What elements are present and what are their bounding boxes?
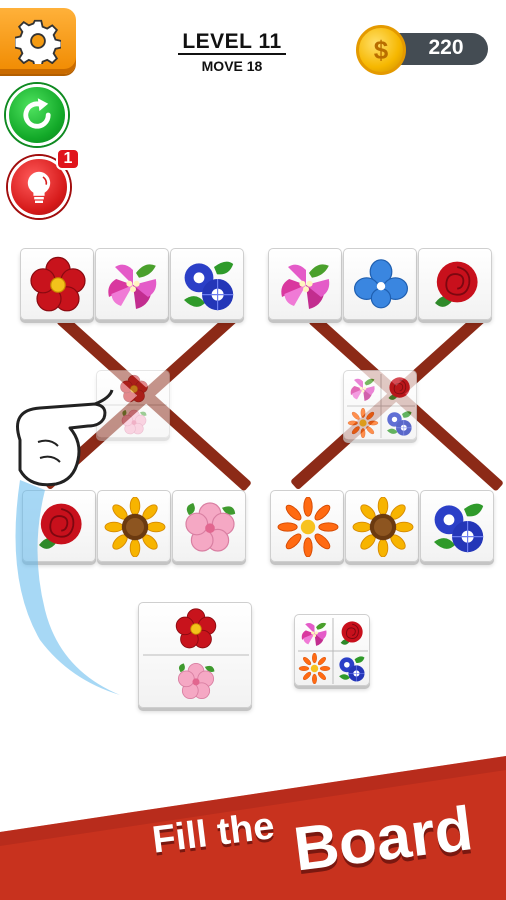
board-tile[interactable] — [420, 490, 494, 562]
pointing-hand-icon — [15, 389, 120, 695]
tray-tile[interactable] — [138, 602, 252, 708]
banner-line-1: Fill the — [150, 805, 277, 862]
banner-line-2: Board — [290, 794, 477, 885]
board-tile[interactable] — [97, 490, 171, 562]
board-tile[interactable] — [172, 490, 246, 562]
restart-button[interactable] — [6, 84, 68, 146]
hint-count-badge: 1 — [56, 148, 80, 170]
settings-button[interactable] — [0, 8, 76, 74]
move-counter: MOVE 18 — [201, 58, 263, 74]
lightbulb-icon — [27, 171, 51, 203]
coin-icon: $ — [356, 25, 406, 75]
board-tile[interactable] — [170, 248, 244, 320]
center-slot-tile[interactable] — [96, 370, 170, 438]
board-tile[interactable] — [418, 248, 492, 320]
refresh-icon — [23, 98, 51, 129]
board-tile[interactable] — [20, 248, 94, 320]
level-title: LEVEL 11 — [0, 30, 464, 55]
board-tile[interactable] — [343, 248, 417, 320]
hint-button[interactable] — [8, 156, 70, 218]
board-tile[interactable] — [270, 490, 344, 562]
board-tile[interactable] — [268, 248, 342, 320]
center-slot-tile[interactable] — [343, 370, 417, 440]
gear-icon — [15, 19, 61, 64]
board-tile[interactable] — [345, 490, 419, 562]
coin-value: 220 — [428, 36, 464, 59]
board-tile[interactable] — [95, 248, 169, 320]
tray-tile[interactable] — [294, 614, 370, 686]
